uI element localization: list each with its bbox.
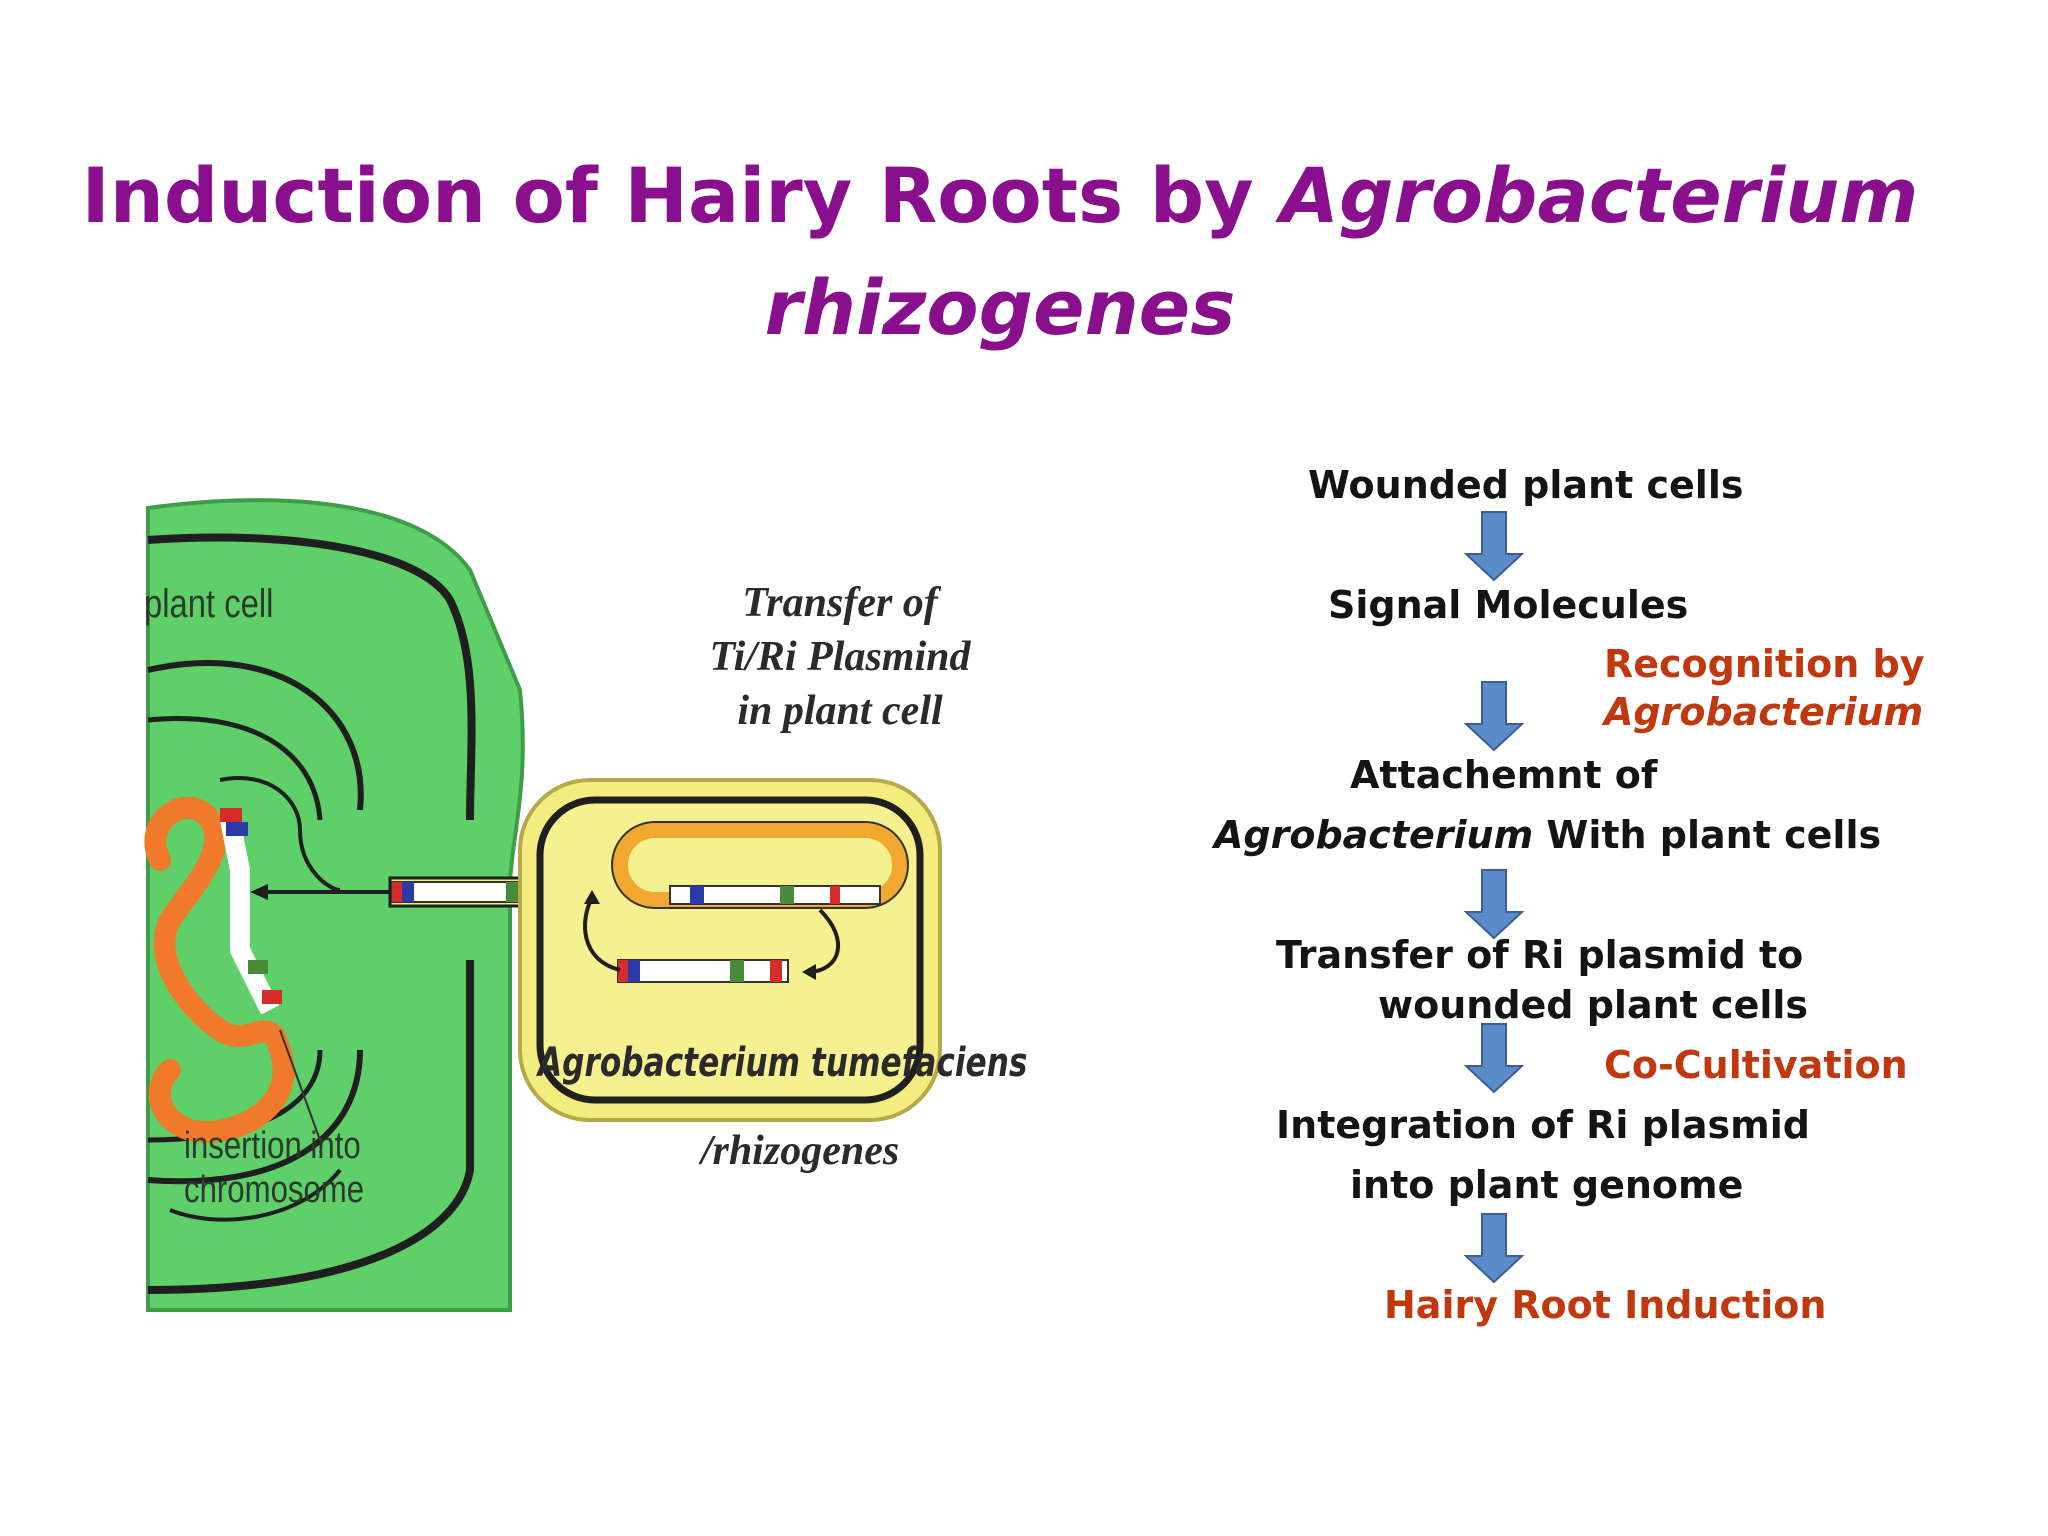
nucleus-outer-ring [147,659,364,1185]
transfer-label-line2: Ti/Ri Plasmind [709,634,971,680]
down-arrow-icon [1464,869,1524,940]
dna-marker-red-2 [262,990,282,1004]
down-arrow-icon [1464,1023,1524,1094]
excised-tdna [617,959,789,983]
plant-cell-wall-lower [147,960,474,1294]
curved-arrow-left [583,897,621,972]
title-text-part1: Induction of Hairy Roots by [81,151,1281,240]
insertion-label-line2: chromosome [184,1169,365,1211]
dna-marker-red [220,808,242,822]
flow-step-wounded-cells: Wounded plant cells [1308,463,1744,507]
excised-tdna-blue [628,960,640,982]
plant-cell-label: plant cell [144,582,274,626]
flow-step-attachment-italic: Agrobacterium [1214,813,1534,857]
flow-note-recognition-line1: Recognition by [1604,642,1925,686]
flow-step-signal-molecules: Signal Molecules [1328,583,1689,627]
flow-step-integration-line1: Integration of Ri plasmid [1276,1103,1810,1147]
flow-step-attachment-line1: Attachemnt of [1350,753,1658,797]
plant-cell-wall-line [147,533,476,821]
plasmid-ring-outline [611,821,909,909]
nucleus-inner-ring-2 [219,776,341,892]
flow-final-hairy-root-induction: Hairy Root Induction [1384,1283,1827,1327]
transfer-label-line3: in plant cell [737,688,943,734]
flow-note-recognition-line2: Agrobacterium [1604,690,1924,734]
curved-arrow-left-head [584,890,600,904]
plasmid-tdna-blue [690,886,704,904]
hairy-root-transfer-illustration [144,498,942,1312]
bacterium-inner [536,796,924,1104]
tdna-transit-blue [402,882,414,902]
insertion-pointer-line [279,1029,321,1141]
flow-note-recognition: Recognition by Agrobacterium [1604,640,1925,736]
excised-tdna-red [618,960,628,982]
dna-marker-green [248,960,268,974]
tdna-transit-red [392,882,402,902]
excised-tdna-red-2 [770,960,782,982]
down-arrow-icon [1464,511,1524,582]
chromosome-strand [144,796,295,1143]
curved-arrow-right-head [802,964,816,980]
transfer-label-line1: Transfer of [742,580,938,626]
inserted-dna-segment [220,818,279,1015]
transfer-label: Transfer of Ti/Ri Plasmind in plant cell [660,576,1020,738]
plant-cell-body [146,498,525,1312]
flow-step-transfer-line2: wounded plant cells [1378,983,1809,1027]
curved-arrow-right [809,908,840,974]
slide-title: Induction of Hairy Roots by Agrobacteriu… [0,140,2000,364]
plasmid-tdna-red [830,886,840,904]
excised-tdna-green [730,960,744,982]
insertion-label-line1: insertion into [184,1125,361,1167]
plasmid-tdna [669,885,881,905]
nucleus-inner-ring-3 [169,1168,342,1222]
transfer-arrow-head [250,884,268,900]
flow-step-attachment-line2: Agrobacterium With plant cells [1214,810,1881,860]
rhizogenes-label: /rhizogenes [700,1128,900,1174]
agrobacterium-label: Agrobacterium tumefaciens [538,1040,1028,1086]
insertion-label: insertion into chromosome [184,1124,364,1212]
down-arrow-icon [1464,681,1524,752]
flow-step-integration-line2: into plant genome [1350,1163,1744,1207]
flow-note-cocultivation: Co-Cultivation [1604,1043,1908,1087]
down-arrow-icon [1464,1213,1524,1284]
flow-step-attachment-rest: With plant cells [1533,813,1882,857]
flow-step-transfer-line1: Transfer of Ri plasmid to [1276,933,1804,977]
title-text-part3: rhizogenes [764,263,1236,352]
plasmid-tdna-green [780,886,794,904]
title-text-part2: Agrobacterium [1280,151,1919,240]
dna-marker-blue [226,822,248,836]
tdna-transit-green [506,882,518,902]
